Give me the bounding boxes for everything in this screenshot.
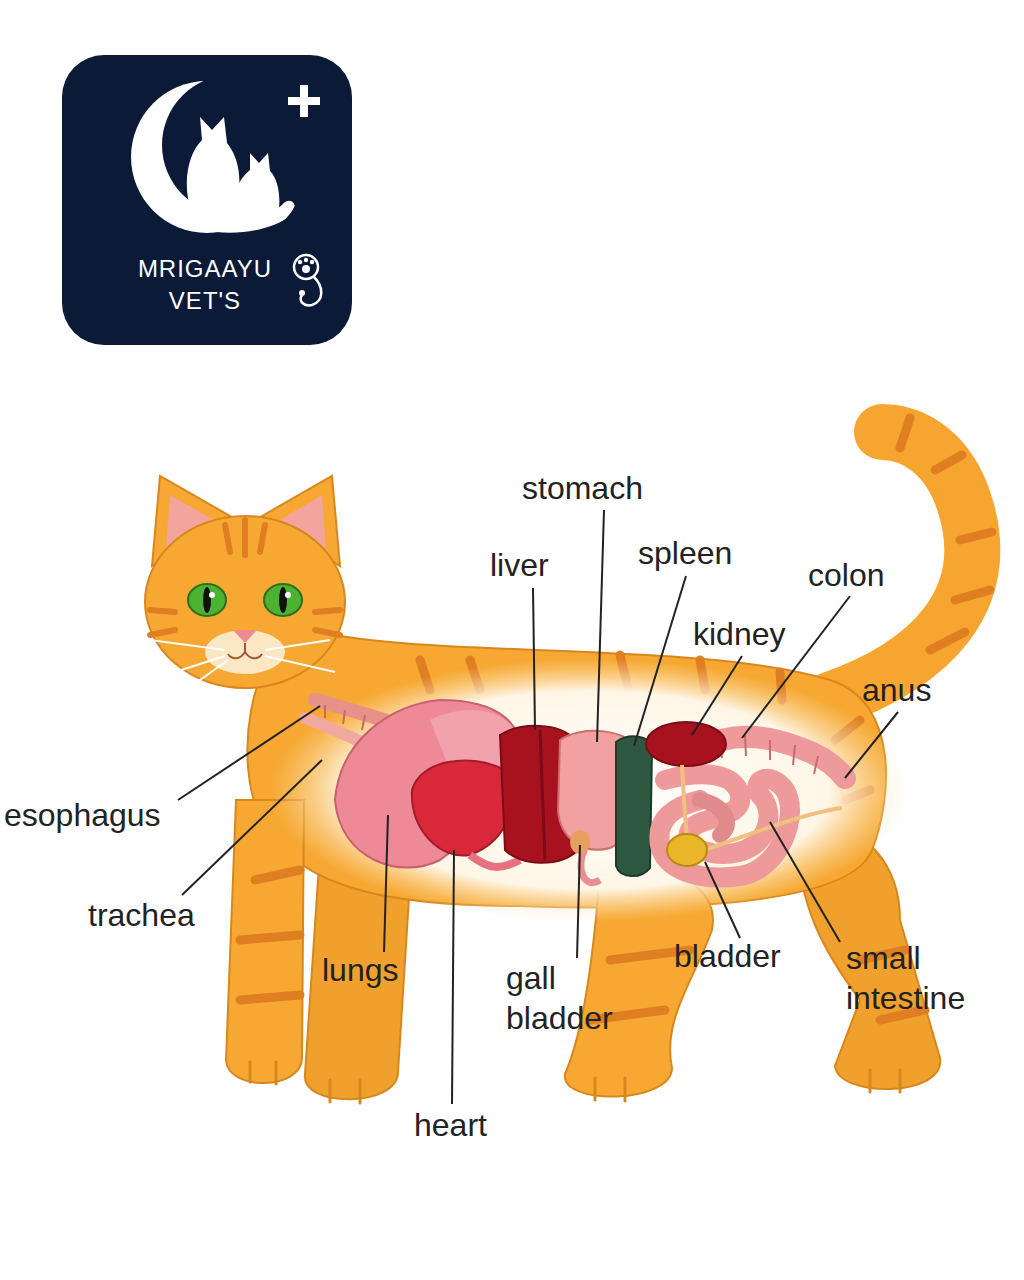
leader-lines — [178, 510, 898, 1104]
brand-name: MRIGAAYU VET'S — [120, 253, 290, 317]
part-label: liver — [490, 545, 549, 585]
part-label: stomach — [522, 468, 643, 508]
part-label: esophagus — [4, 795, 161, 835]
part-label: lungs — [322, 950, 399, 990]
logo-badge: MRIGAAYU VET'S — [62, 55, 352, 345]
part-label: small intestine — [846, 938, 1016, 1018]
part-label: spleen — [638, 533, 732, 573]
part-label: kidney — [693, 614, 786, 654]
part-label: colon — [808, 555, 885, 595]
part-label: bladder — [674, 936, 781, 976]
part-label: trachea — [88, 895, 195, 935]
part-label: heart — [414, 1105, 487, 1145]
part-label: gall bladder — [506, 958, 656, 1038]
part-label: anus — [862, 670, 931, 710]
